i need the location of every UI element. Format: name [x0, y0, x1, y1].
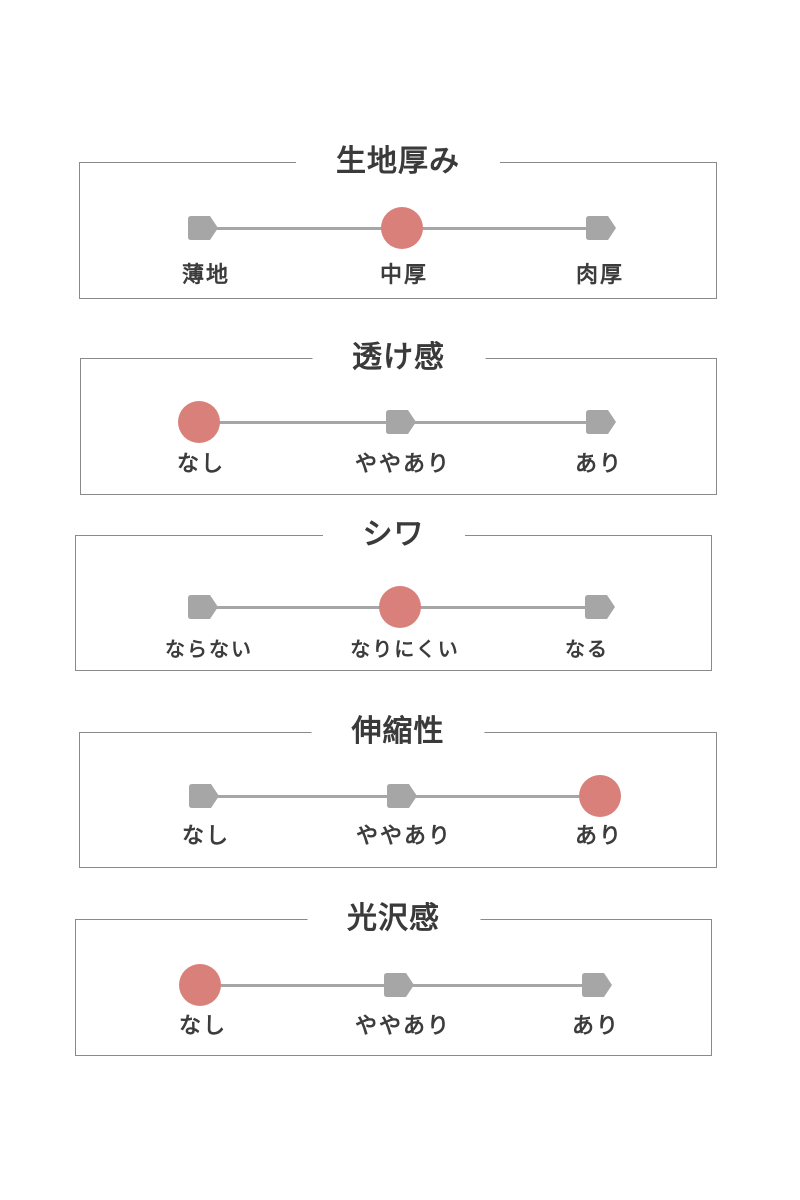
option-label: あり	[571, 1014, 621, 1039]
option-label: 肉厚	[575, 263, 625, 288]
tag-marker-icon	[387, 784, 417, 808]
scale-title: 伸縮性	[311, 709, 485, 755]
option-label: あり	[574, 824, 624, 849]
option-label: 中厚	[379, 263, 429, 288]
tag-marker-icon	[384, 973, 414, 997]
option-label: なし	[178, 1014, 228, 1039]
selected-dot	[579, 775, 621, 817]
option-label: なし	[176, 452, 226, 477]
scale-gloss: 光沢感 なし ややあり あり	[75, 896, 712, 1056]
scale-stretch: 伸縮性 なし ややあり あり	[79, 709, 717, 868]
option-label: なし	[181, 824, 231, 849]
scale-wrinkle: シワ ならない なりにくい なる	[75, 512, 712, 671]
tag-marker-icon	[582, 973, 612, 997]
option-label: 薄地	[181, 263, 231, 288]
scale-title: 透け感	[312, 335, 485, 381]
option-label: なりにくい	[350, 637, 460, 661]
scale-title: シワ	[322, 512, 465, 558]
tag-marker-icon	[585, 595, 615, 619]
option-label: ならない	[165, 637, 253, 661]
selected-dot	[381, 207, 423, 249]
selected-dot	[178, 401, 220, 443]
option-label: なる	[565, 637, 609, 661]
tag-marker-icon	[386, 410, 416, 434]
scale-transparency: 透け感 なし ややあり あり	[80, 335, 717, 495]
option-label: ややあり	[355, 824, 453, 849]
option-label: あり	[574, 452, 624, 477]
scale-title: 生地厚み	[296, 139, 500, 185]
tag-marker-icon	[586, 216, 616, 240]
tag-marker-icon	[189, 784, 219, 808]
scale-title: 光沢感	[307, 896, 480, 942]
tag-marker-icon	[586, 410, 616, 434]
scale-fabric-thickness: 生地厚み 薄地 中厚 肉厚	[79, 139, 717, 299]
option-label: ややあり	[354, 1014, 452, 1039]
tag-marker-icon	[188, 216, 218, 240]
tag-marker-icon	[188, 595, 218, 619]
selected-dot	[379, 586, 421, 628]
option-label: ややあり	[354, 452, 452, 477]
selected-dot	[179, 964, 221, 1006]
